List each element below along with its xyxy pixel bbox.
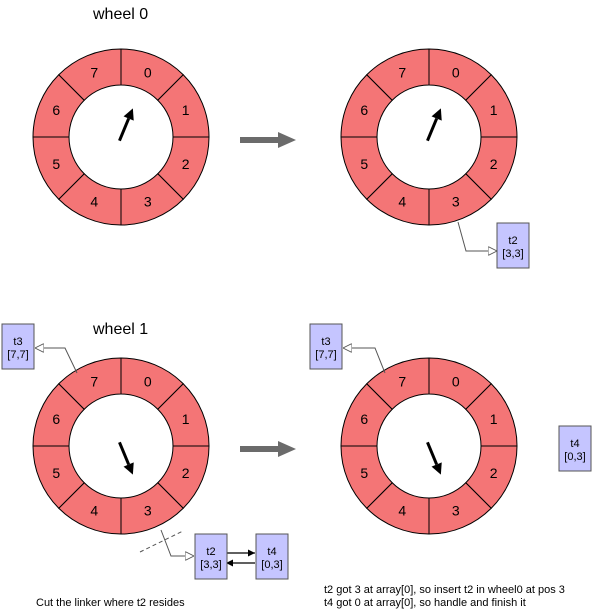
slot-label: 7 [398,64,406,80]
timer-t3-left: t3 [7,7] [1,323,35,370]
timer-value: [3,3] [200,559,221,571]
slot-label: 5 [360,156,368,172]
slot-label: 0 [452,64,460,80]
slot-label: 3 [144,194,152,210]
cut-line [139,530,184,553]
timer-value: [7,7] [315,349,336,361]
transition-arrow-top [240,132,296,148]
wheel-slot-7 [366,357,430,410]
slot-label: 2 [490,465,498,481]
timer-t2-bottom: t2 [3,3] [194,533,228,580]
pointer-arrow [426,108,442,142]
timer-t4-bottom: t4 [0,3] [255,533,289,580]
timer-t3-right: t3 [7,7] [309,323,343,370]
timer-value: [3,3] [502,248,523,260]
timer-name: t2 [508,235,517,247]
slot-label: 4 [90,194,98,210]
link-slot7-to-t3-left [35,348,78,374]
wheel-slot-7 [58,48,122,101]
slot-label: 3 [144,503,152,519]
timer-value: [0,3] [564,451,585,463]
timer-name: t4 [267,546,276,558]
slot-label: 2 [490,156,498,172]
wheel1-before: 0 1 2 3 4 5 6 7 [32,357,210,535]
slot-label: 0 [144,373,152,389]
timer-name: t3 [321,336,330,348]
slot-label: 0 [452,373,460,389]
slot-label: 7 [90,64,98,80]
wheel1-title: wheel 1 [93,321,149,338]
slot-label: 7 [398,373,406,389]
slot-label: 5 [360,465,368,481]
slot-label: 6 [52,411,60,427]
timer-name: t3 [13,336,22,348]
wheel0-after: 0 1 2 3 4 5 6 7 [340,48,518,226]
pointer-arrow [118,108,134,142]
caption-left: Cut the linker where t2 resides [36,597,185,609]
slot-label: 4 [398,194,406,210]
slot-label: 4 [90,503,98,519]
slot-label: 1 [182,102,190,118]
wheel-slot-7 [58,357,122,410]
slot-label: 3 [452,194,460,210]
timer-name: t2 [206,546,215,558]
wheel1-after: 0 1 2 3 4 5 6 7 [340,357,518,535]
wheel-slot-7 [366,48,430,101]
slot-label: 2 [182,156,190,172]
slot-label: 1 [490,102,498,118]
link-slot7-to-t3-right [343,348,386,374]
timer-value: [7,7] [7,349,28,361]
slot-label: 0 [144,64,152,80]
wheel0-before: 0 1 2 3 4 5 6 7 [32,48,210,226]
slot-label: 6 [360,102,368,118]
slot-label: 6 [52,102,60,118]
timer-value: [0,3] [261,559,282,571]
caption-right-line2: t4 got 0 at array[0], so handle and fini… [324,597,526,609]
transition-arrow-bottom [240,441,296,457]
timer-t4-right: t4 [0,3] [558,425,592,472]
slot-label: 5 [52,465,60,481]
link-slot3-to-t2-bottom [160,529,194,556]
slot-label: 5 [52,156,60,172]
pointer-arrow [426,441,442,475]
slot-label: 1 [182,411,190,427]
caption-right-line1: t2 got 3 at array[0], so insert t2 in wh… [324,584,565,596]
pointer-arrow [118,441,134,475]
slot-label: 4 [398,503,406,519]
timer-t2-top: t2 [3,3] [496,222,530,269]
wheel0-title: wheel 0 [93,6,149,23]
slot-label: 2 [182,465,190,481]
link-slot3-to-t2-top [457,221,497,251]
slot-label: 6 [360,411,368,427]
slot-label: 7 [90,373,98,389]
slot-label: 1 [490,411,498,427]
slot-label: 3 [452,503,460,519]
timer-name: t4 [570,438,579,450]
